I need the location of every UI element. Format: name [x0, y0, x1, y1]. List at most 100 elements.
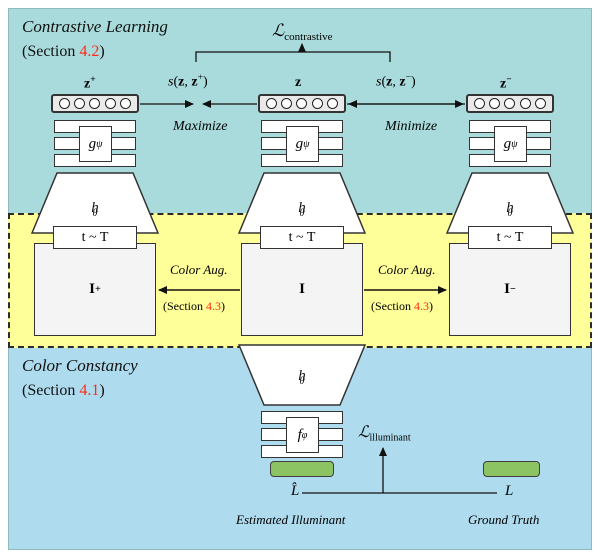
image-sup-positive: + [95, 284, 101, 295]
image-sup-negative: − [510, 284, 516, 295]
aug-left-number: 4.3 [206, 299, 221, 313]
aug-left-prefix: (Section [163, 299, 206, 313]
projector-symbol-negative: g [503, 135, 512, 152]
ground-truth-symbol: L [505, 483, 514, 499]
embedding-sup-negative: − [506, 75, 512, 85]
vector-unit [326, 98, 338, 109]
color-aug-right-label: Color Aug. [378, 262, 436, 277]
contrastive-subtitle-prefix: (Section [22, 43, 80, 60]
estimated-illuminant-symbol: L̂ [291, 483, 300, 499]
encoder-shape-negative [446, 172, 574, 234]
contrastive-subtitle-suffix: ) [99, 43, 105, 60]
encoder-subscript-negative: θ [507, 208, 513, 219]
encoder-subscript-anchor: θ [299, 208, 305, 219]
vector-unit [534, 98, 546, 109]
similarity-negative-expr: s(z, z−) [376, 73, 416, 90]
vector-unit [266, 98, 278, 109]
encoder-symbol-estimator: h [298, 368, 306, 384]
image-negative: I− [449, 243, 571, 336]
image-symbol-positive: I [89, 281, 96, 297]
color-aug-right-section: (Section 4.3) [371, 300, 433, 312]
embedding-symbol-positive: z [84, 76, 91, 92]
vector-unit [489, 98, 501, 109]
transform-box-anchor: t ~ T [260, 226, 344, 249]
encoder-subscript-estimator: θ [299, 376, 305, 387]
contrastive-loss-label: ℒcontrastive [272, 22, 333, 43]
embedding-vector-positive [51, 94, 139, 113]
estimated-illuminant-caption: Estimated Illuminant [236, 512, 346, 527]
vector-unit [281, 98, 293, 109]
contrastive-section-number: 4.2 [79, 43, 100, 60]
embedding-label-anchor: z [295, 75, 302, 90]
aug-right-prefix: (Section [371, 299, 414, 313]
embedding-vector-negative [466, 94, 554, 113]
vector-unit [119, 98, 131, 109]
contrastive-loss-subscript: contrastive [284, 30, 333, 43]
color-constancy-section-title: Color Constancy [22, 356, 138, 375]
illuminant-loss-subscript: illuminant [369, 432, 411, 444]
ground-truth-illuminant-swatch [483, 461, 540, 477]
projector-subscript-anchor: ψ [303, 138, 310, 150]
vector-unit [504, 98, 516, 109]
vector-unit [89, 98, 101, 109]
projector-subscript-negative: ψ [511, 138, 518, 150]
vector-unit [59, 98, 71, 109]
estimated-illuminant-swatch [270, 461, 334, 477]
image-anchor: I [241, 243, 363, 336]
embedding-label-negative: z− [500, 75, 512, 92]
projector-symbol-positive: g [88, 135, 97, 152]
encoder-subscript-positive: θ [92, 208, 98, 219]
head-subscript: φ [301, 429, 308, 441]
aug-left-suffix: ) [221, 299, 225, 313]
encoder-shape-anchor [238, 172, 366, 234]
vector-unit [296, 98, 308, 109]
image-positive: I+ [34, 243, 156, 336]
similarity-positive-expr: s(z, z+) [168, 73, 208, 90]
loss-script-l: ℒ [358, 424, 370, 441]
embedding-symbol-negative: z [500, 76, 507, 92]
cc-subtitle-suffix: ) [99, 382, 105, 399]
transform-box-negative: t ~ T [468, 226, 552, 249]
embedding-vector-anchor [258, 94, 346, 113]
encoder-symbol-anchor: h [298, 200, 306, 216]
color-aug-left-label: Color Aug. [170, 262, 228, 277]
contrastive-section-subtitle: (Section 4.2) [22, 44, 105, 60]
color-constancy-section-subtitle: (Section 4.1) [22, 383, 105, 399]
aug-right-number: 4.3 [414, 299, 429, 313]
color-aug-left-section: (Section 4.3) [163, 300, 225, 312]
embedding-sup-positive: + [90, 75, 96, 85]
encoder-symbol-negative: h [506, 200, 514, 216]
color-constancy-section-number: 4.1 [79, 382, 100, 399]
image-symbol-negative: I [504, 281, 511, 297]
loss-script-l: ℒ [272, 21, 285, 40]
vector-unit [311, 98, 323, 109]
contrastive-section-title: Contrastive Learning [22, 17, 168, 36]
encoder-shape-estimator [238, 344, 366, 406]
vector-unit [519, 98, 531, 109]
illuminant-loss-label: ℒilluminant [358, 425, 411, 444]
projector-subscript-positive: ψ [96, 138, 103, 150]
encoder-symbol-positive: h [91, 200, 99, 216]
transform-box-positive: t ~ T [53, 226, 137, 249]
embedding-label-positive: z+ [84, 75, 96, 92]
vector-unit [474, 98, 486, 109]
vector-unit [104, 98, 116, 109]
head-symbol: f [297, 426, 302, 443]
maximize-label: Maximize [173, 119, 228, 134]
minimize-label: Minimize [385, 119, 438, 134]
projector-symbol-anchor: g [295, 135, 304, 152]
vector-unit [74, 98, 86, 109]
cc-subtitle-prefix: (Section [22, 382, 80, 399]
